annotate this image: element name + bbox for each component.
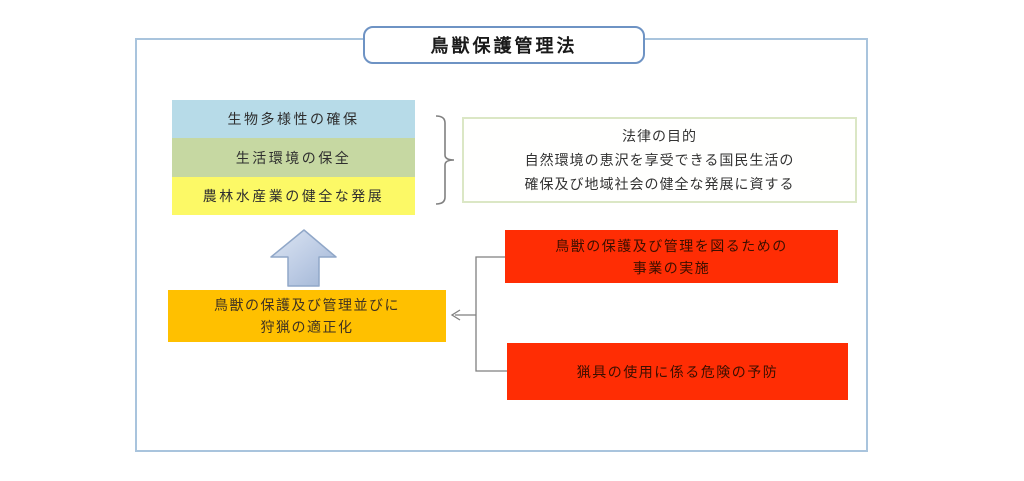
goal-box-living-environment: 生活環境の保全 — [172, 138, 415, 177]
purpose-title: 法律の目的 — [622, 128, 697, 144]
right-brace-icon — [435, 115, 455, 205]
connector-arrow — [450, 256, 507, 372]
means-text-line: 狩猟の適正化 — [260, 319, 354, 335]
purpose-text-line: 確保及び地域社会の健全な発展に資する — [524, 176, 795, 192]
means-box: 鳥獣の保護及び管理並びに 狩猟の適正化 — [168, 290, 446, 342]
goal-box-agriculture: 農林水産業の健全な発展 — [172, 177, 415, 215]
up-arrow-icon — [270, 229, 337, 287]
purpose-box: 法律の目的 自然環境の恵沢を享受できる国民生活の 確保及び地域社会の健全な発展に… — [462, 117, 857, 203]
measure-box-projects: 鳥獣の保護及び管理を図るための 事業の実施 — [505, 230, 838, 283]
purpose-text-line: 自然環境の恵沢を享受できる国民生活の — [524, 152, 795, 168]
measure-box-hunting-gear-safety: 猟具の使用に係る危険の予防 — [507, 343, 848, 400]
law-title: 鳥獣保護管理法 — [430, 36, 578, 56]
goal-box-biodiversity: 生物多様性の確保 — [172, 100, 415, 138]
measure-text-line: 猟具の使用に係る危険の予防 — [576, 363, 779, 380]
law-title-box: 鳥獣保護管理法 — [363, 26, 645, 64]
measure-text-line: 鳥獣の保護及び管理を図るための — [555, 237, 788, 254]
means-text-line: 鳥獣の保護及び管理並びに — [214, 297, 400, 313]
measure-text-line: 事業の実施 — [632, 259, 711, 276]
